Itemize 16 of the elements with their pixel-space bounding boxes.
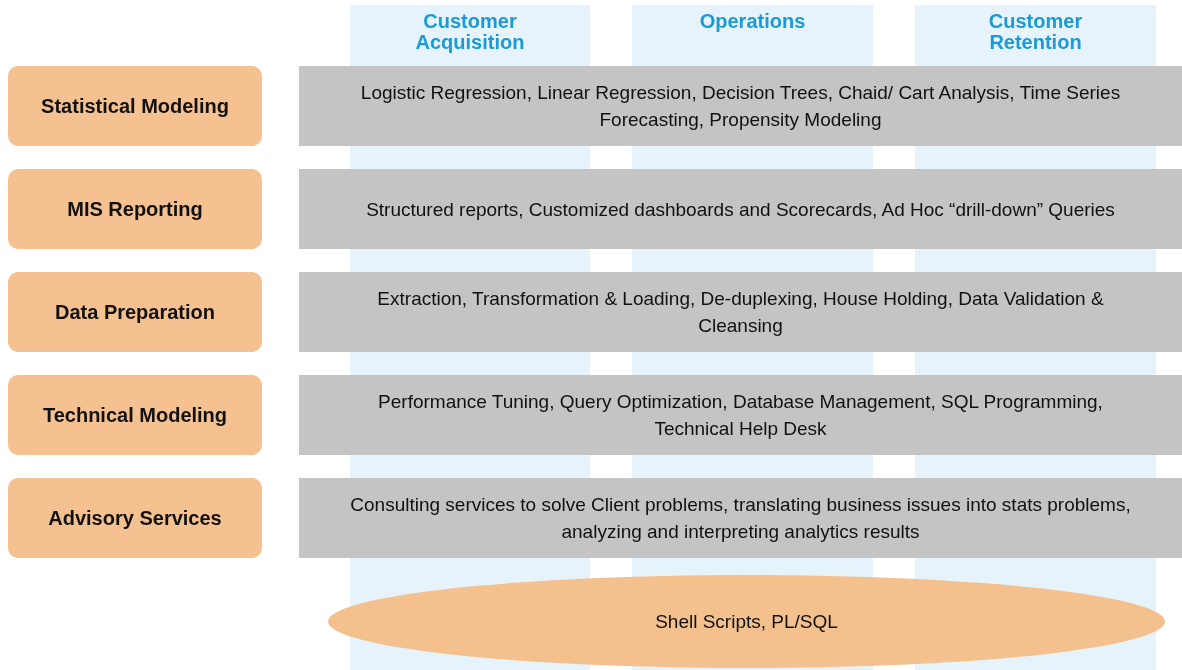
column-band: [632, 5, 873, 66]
column-heading: Customer Retention: [987, 11, 1084, 53]
description-bar: Extraction, Transformation & Loading, De-duplexing, House Holding, Data Validation & Cleansing: [299, 272, 1182, 352]
service-box: Technical Modeling: [8, 375, 262, 455]
service-box: Advisory Services: [8, 478, 262, 558]
service-box: Statistical Modeling: [8, 66, 262, 146]
column-heading: Customer Acquisition: [414, 11, 526, 53]
description-bar: Structured reports, Customized dashboards and Scorecards, Ad Hoc “drill-down” Queries: [299, 169, 1182, 249]
description-bar: Consulting services to solve Client problems, translating business issues into stats problems, analyzing and interpreting analytics results: [299, 478, 1182, 558]
column-band: [915, 5, 1156, 66]
service-box: Data Preparation: [8, 272, 262, 352]
service-box: MIS Reporting: [8, 169, 262, 249]
description-bar: Performance Tuning, Query Optimization, Database Management, SQL Programming, Technical Help Desk: [299, 375, 1182, 455]
column-heading: Operations: [698, 11, 807, 32]
column-band: [350, 5, 590, 66]
description-bar: Logistic Regression, Linear Regression, Decision Trees, Chaid/ Cart Analysis, Time Series Forecasting, Propensity Modeling: [299, 66, 1182, 146]
